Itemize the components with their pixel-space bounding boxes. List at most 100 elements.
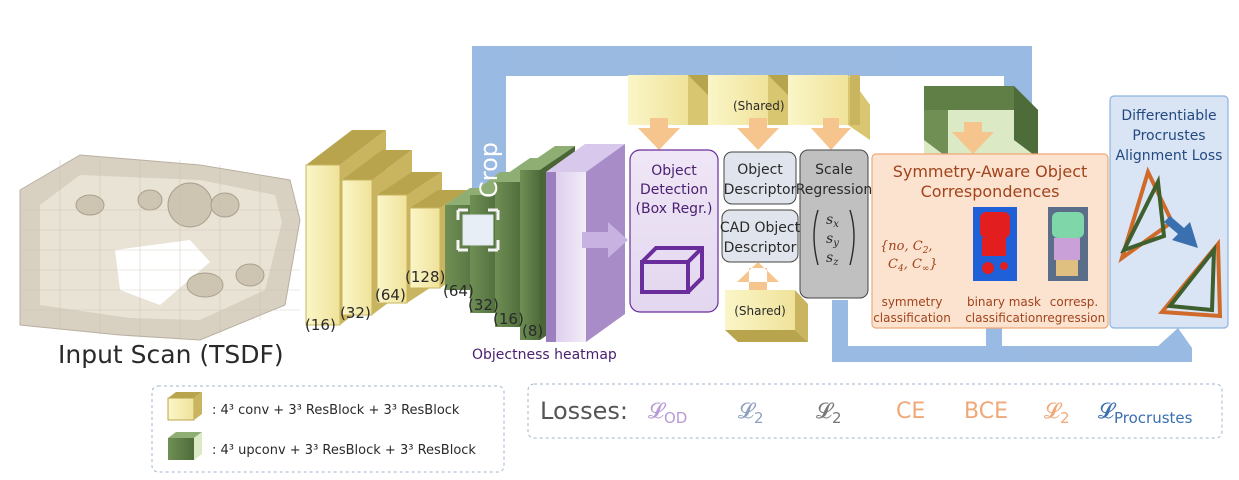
- loss-subscript: OD: [664, 409, 687, 427]
- loss-item: 𝓛Procrustes: [1098, 399, 1193, 427]
- channel-label-16: (16): [305, 316, 336, 334]
- encoder-blocks: [305, 130, 468, 326]
- scale-sx: s: [826, 212, 833, 228]
- losses-box: [527, 383, 1223, 439]
- arrow-to-detection: [582, 222, 628, 258]
- channel-label-32: (32): [340, 304, 371, 322]
- object-descriptor-line2: Descriptor: [724, 182, 797, 198]
- cap-symmetry-a: symmetry: [882, 295, 943, 309]
- cap-symmetry-b: classification: [873, 311, 951, 325]
- scale-sz: s: [826, 250, 833, 266]
- crop-bracket-icon: [456, 208, 500, 252]
- svg-text:sz: sz: [826, 250, 839, 268]
- bounding-box-cube-icon: [640, 246, 704, 294]
- sym-set2-end: }: [929, 257, 937, 272]
- binary-mask-thumbnail: [973, 207, 1017, 281]
- cad-to-symmetry-arrow: [952, 122, 994, 154]
- scale-sy: s: [826, 231, 833, 247]
- sym-set2-sub: 4: [897, 264, 904, 274]
- loss-main: BCE: [964, 399, 1008, 424]
- object-descriptor-box: [723, 151, 797, 205]
- loss-subscript: 2: [832, 409, 842, 427]
- legend-conv-swatch: [167, 392, 202, 421]
- procrustes-line1: Differentiable: [1121, 108, 1216, 124]
- correspondence-thumbnail: [1048, 207, 1088, 281]
- shared-label-bottom: (Shared): [734, 304, 786, 318]
- loss-main: 𝓛: [1044, 399, 1063, 424]
- loss-subscript: Procrustes: [1114, 409, 1193, 427]
- cap-corresp-a: corresp.: [1050, 295, 1098, 309]
- cad-descriptor-line2: Descriptor: [724, 240, 797, 256]
- crop-label: Crop: [475, 142, 503, 198]
- channel-label-dec-8: (8): [522, 322, 543, 340]
- input-scan-voxels: [19, 154, 301, 341]
- object-detection-line1: Object: [651, 163, 697, 179]
- loss-main: 𝓛: [816, 399, 835, 424]
- shared-bottom-arrow: [737, 262, 779, 282]
- cap-corresp-b: regression: [1043, 311, 1106, 325]
- sym-set1: {no, C: [880, 239, 923, 254]
- legend-upconv-text: : 4³ upconv + 3³ ResBlock + 3³ ResBlock: [212, 443, 476, 458]
- legend-upconv-swatch: [168, 432, 202, 460]
- cad-descriptor-box: [721, 209, 799, 263]
- loss-item: 𝓛2: [1044, 399, 1070, 427]
- symmetry-title1: Symmetry-Aware Object: [893, 162, 1088, 181]
- channel-label-64: (64): [375, 286, 406, 304]
- sym-set2-mid: , C: [904, 257, 922, 272]
- shared-bottom-bar: [725, 290, 808, 342]
- loss-item: 𝓛2: [816, 399, 842, 427]
- shared-arrows: [638, 118, 851, 150]
- loss-item: 𝓛2: [738, 399, 764, 427]
- scale-regression-line1: Scale: [815, 162, 853, 178]
- loss-main: 𝓛: [648, 399, 667, 424]
- object-descriptor-line1: Object: [737, 162, 783, 178]
- loss-subscript: 2: [754, 409, 764, 427]
- channel-label-128: (128): [405, 268, 445, 286]
- procrustes-line2: Procrustes: [1132, 128, 1205, 144]
- cap-mask-a: binary mask: [967, 295, 1041, 309]
- scale-sx-sub: x: [833, 219, 839, 230]
- object-detection-box: [629, 149, 719, 313]
- sym-set2: C: [888, 257, 898, 272]
- procrustes-triangles: [1118, 166, 1223, 319]
- cad-descriptor-line1: CAD Object: [720, 220, 801, 236]
- sym-set1-sub: 2: [922, 246, 929, 256]
- scale-sz-sub: z: [832, 257, 839, 268]
- channel-label-dec-16: (16): [493, 310, 524, 328]
- loss-item: 𝓛OD: [648, 399, 687, 427]
- object-detection-line3: (Box Regr.): [636, 201, 713, 217]
- loss-main: 𝓛: [738, 399, 757, 424]
- sym-set1-end: ,: [928, 239, 932, 254]
- sym-set2-sub2: ∞: [922, 264, 930, 274]
- alignment-arrow: [1164, 216, 1198, 248]
- legend-box: [151, 385, 505, 473]
- scale-vector: sx sy sz: [813, 209, 855, 268]
- loss-main: CE: [896, 399, 925, 424]
- legend-conv-text: : 4³ conv + 3³ ResBlock + 3³ ResBlock: [212, 403, 460, 418]
- channel-label-dec-64: (64): [443, 282, 474, 300]
- svg-text:{no, C2,: {no, C2,: [880, 239, 933, 256]
- input-scan-label: Input Scan (TSDF): [58, 340, 284, 369]
- svg-text:C4, C∞}: C4, C∞}: [888, 257, 938, 274]
- object-detection-line2: Detection: [640, 182, 708, 198]
- svg-text:sx: sx: [826, 212, 839, 230]
- heatmap-label: Objectness heatmap: [472, 347, 617, 363]
- symmetry-title2: Correspondences: [921, 182, 1060, 201]
- shared-label-top: (Shared): [733, 99, 785, 113]
- loss-main: 𝓛: [1098, 399, 1117, 424]
- procrustes-line3: Alignment Loss: [1116, 148, 1223, 164]
- loss-item: CE: [896, 399, 925, 424]
- svg-text:sy: sy: [826, 231, 839, 249]
- loss-subscript: 2: [1060, 409, 1070, 427]
- crop-flow-pipe: [472, 46, 1032, 196]
- scale-sy-sub: y: [832, 238, 839, 249]
- loss-item: BCE: [964, 399, 1008, 424]
- scale-regression-line2: Regression: [796, 182, 873, 198]
- channel-label-dec-32: (32): [468, 296, 499, 314]
- cap-mask-b: classification: [965, 311, 1043, 325]
- shared-feature-bars: [628, 75, 870, 140]
- losses-label: Losses:: [540, 397, 628, 425]
